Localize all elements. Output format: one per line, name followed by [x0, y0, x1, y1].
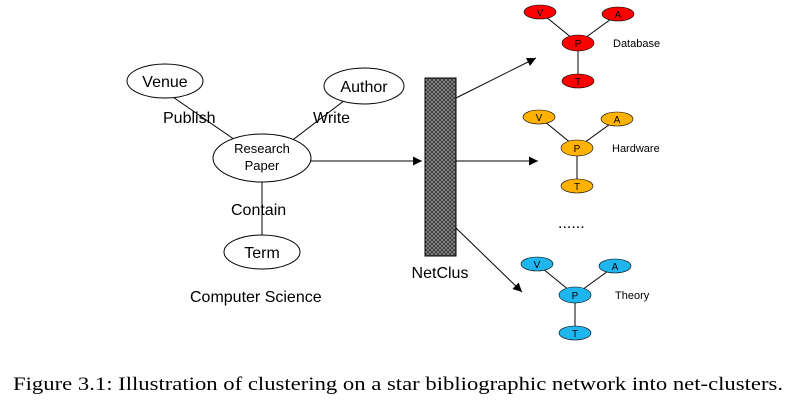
cluster-node-v — [520, 256, 554, 272]
term-node: Term — [223, 234, 301, 270]
author-node: Author — [323, 67, 405, 105]
cluster-node-v — [522, 109, 556, 125]
arrow-to-theory — [455, 227, 523, 293]
figure-caption: Figure 3.1: Illustration of clustering o… — [13, 374, 783, 395]
cluster-label-t: T — [575, 77, 581, 88]
cluster-label-v: V — [534, 260, 541, 271]
netclus-label: NetClus — [412, 265, 469, 282]
contain-edge-label: Contain — [231, 202, 286, 219]
edge-venue-paper — [169, 94, 239, 143]
cluster-node-p — [558, 286, 592, 304]
cluster-label-t: T — [574, 182, 580, 193]
cluster-label-p: P — [575, 39, 582, 50]
cluster-node-a — [600, 111, 634, 127]
cluster-node-p — [561, 34, 595, 52]
domain-label: Computer Science — [190, 289, 322, 306]
cluster-label-v: V — [536, 113, 543, 124]
cluster-node-a — [598, 258, 632, 274]
cluster-label-p: P — [574, 144, 581, 155]
paper-label-line2: Paper — [245, 158, 280, 173]
cluster-label-a: A — [615, 10, 622, 21]
cluster-hardware: V A P T Hardware — [522, 109, 660, 194]
cluster-theory: V A P T Theory — [520, 256, 650, 341]
cluster-node-a — [601, 6, 635, 22]
more-clusters-ellipsis: ...... — [558, 215, 585, 232]
cluster-name-hardware: Hardware — [612, 143, 660, 155]
netclus-box — [424, 77, 457, 257]
cluster-label-a: A — [614, 115, 621, 126]
cluster-label-t: T — [572, 329, 578, 340]
term-label: Term — [244, 245, 280, 262]
cluster-name-theory: Theory — [615, 290, 650, 302]
cluster-label-a: A — [612, 262, 619, 273]
edge-author-paper — [289, 99, 346, 143]
cluster-database: V A P T Database — [523, 4, 660, 89]
cluster-node-t — [561, 73, 595, 89]
cluster-node-p — [560, 139, 594, 157]
paper-label-line1: Research — [234, 141, 290, 156]
arrow-to-database — [455, 57, 537, 99]
author-label: Author — [340, 79, 388, 96]
cluster-label-v: V — [537, 8, 544, 19]
cluster-node-t — [558, 325, 592, 341]
venue-label: Venue — [142, 74, 187, 91]
research-paper-node: Research Paper — [212, 133, 312, 183]
cluster-node-t — [560, 178, 594, 194]
venue-node: Venue — [126, 63, 204, 99]
write-edge-label: Write — [313, 110, 350, 127]
publish-edge-label: Publish — [163, 110, 215, 127]
cluster-name-database: Database — [613, 38, 660, 50]
cluster-node-v — [523, 4, 557, 20]
cluster-label-p: P — [572, 291, 579, 302]
